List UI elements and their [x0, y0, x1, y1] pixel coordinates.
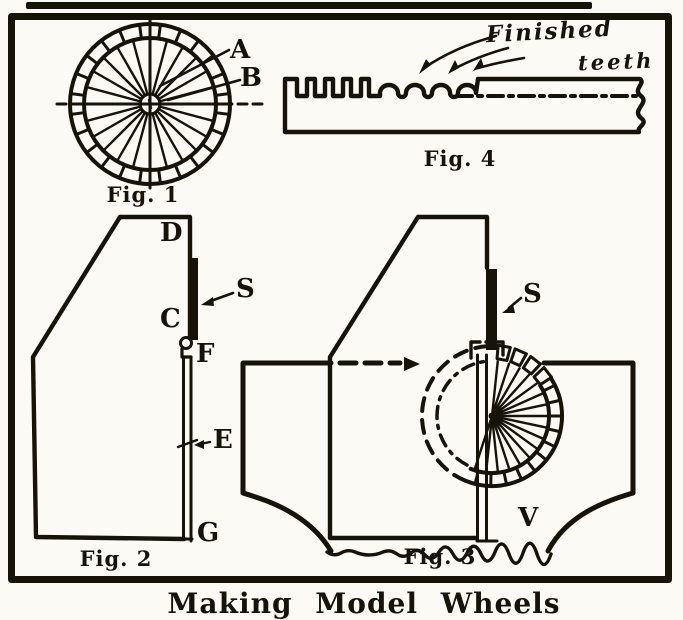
- finished-teeth-annotation-line2: teeth: [577, 47, 655, 76]
- fig2-label-c: C: [160, 304, 181, 334]
- rack-outline: [282, 76, 646, 135]
- fig3-label-v: V: [518, 503, 539, 533]
- fig3-body-left: [327, 214, 479, 541]
- page-title: Making Model Wheels: [167, 587, 561, 620]
- fig3-saw-blade: [486, 269, 497, 350]
- illustration-frame: [8, 13, 672, 583]
- fig4-drawing: [282, 34, 646, 135]
- fig3-label-s: S: [523, 279, 542, 309]
- fig3-wheel: [420, 343, 564, 488]
- scan-artifact-rule: [26, 2, 592, 9]
- fig1-drawing: [55, 18, 264, 190]
- fig2-label-s: S: [236, 274, 255, 304]
- fig1-label-a: A: [230, 35, 251, 65]
- fig2-body-left: [30, 214, 187, 542]
- leader-a: [158, 48, 231, 88]
- finished-teeth-annotation-line1: Finished: [485, 14, 614, 49]
- fig2-drawing: [30, 214, 235, 543]
- bench-edge-arrowhead: [404, 357, 420, 371]
- fig2-label-e: E: [213, 425, 233, 455]
- fig4-caption: Fig. 4: [423, 146, 497, 171]
- fig3-body-right: [415, 214, 490, 271]
- fig2-label-f: F: [196, 339, 215, 369]
- fig3-caption: Fig. 3: [403, 544, 477, 569]
- fig2-saw-blade: [188, 258, 198, 340]
- fig1-wheel: [68, 22, 232, 186]
- fig2-label-d: D: [160, 218, 183, 248]
- ground-wavy-line: [325, 541, 553, 567]
- fig2-caption: Fig. 2: [79, 546, 153, 571]
- fig2-hole-c: [179, 336, 193, 350]
- fig1-caption: Fig. 1: [106, 182, 180, 207]
- fig3-drawing: [240, 214, 636, 567]
- fig1-label-b: B: [240, 63, 262, 93]
- fig2-label-g: G: [197, 518, 220, 548]
- bench-right: [541, 360, 636, 496]
- bench-left: [240, 360, 334, 496]
